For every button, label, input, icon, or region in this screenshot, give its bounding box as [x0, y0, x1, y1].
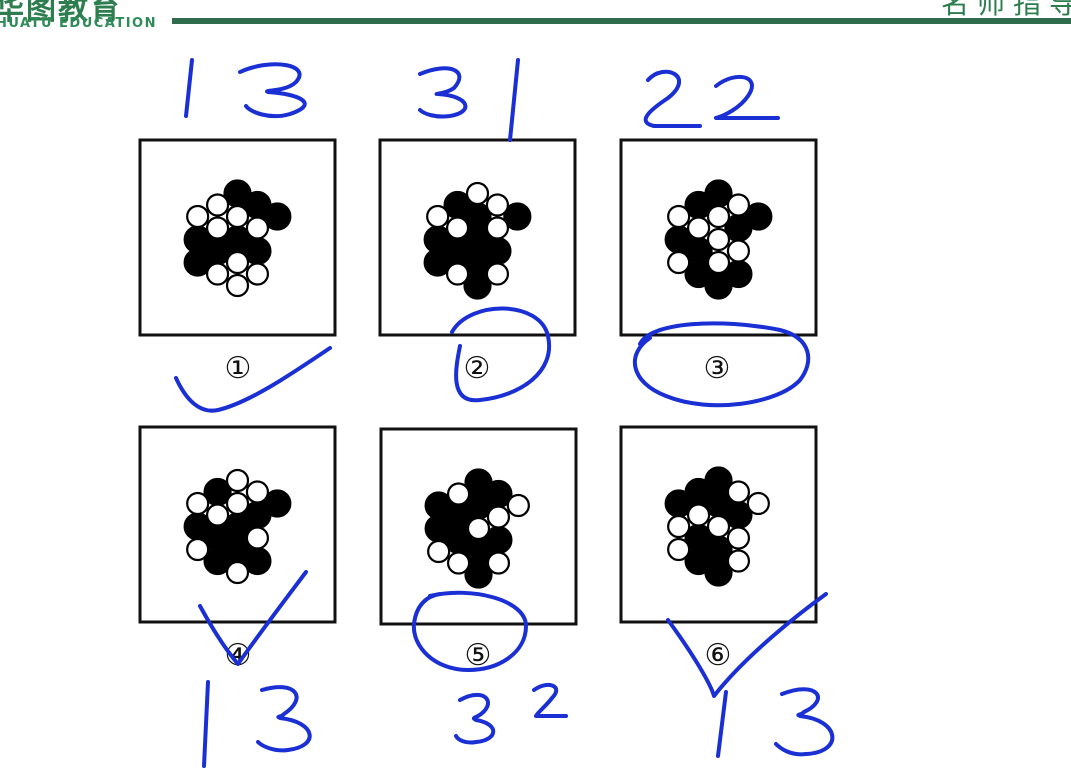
- black-dot: [463, 271, 492, 300]
- top-note-3: [643, 69, 780, 128]
- white-dot: [225, 560, 250, 585]
- white-dot: [445, 262, 470, 286]
- circle-mark-option-3: [632, 321, 811, 408]
- white-dot: [245, 262, 270, 286]
- white-dot: [667, 514, 691, 539]
- white-dot: [186, 537, 210, 562]
- black-dot: [483, 236, 512, 266]
- option-6[interactable]: ⑥: [619, 425, 818, 673]
- black-dot: [263, 202, 292, 231]
- option-4[interactable]: ④: [138, 425, 337, 673]
- option-label: ②: [464, 351, 491, 386]
- top-note-1: [184, 58, 307, 119]
- white-dot: [486, 505, 511, 529]
- header-divider: [172, 18, 1071, 24]
- white-dot: [486, 551, 511, 575]
- black-dot: [744, 202, 773, 231]
- black-dot: [263, 489, 292, 518]
- white-dot: [485, 262, 510, 286]
- white-dot: [446, 482, 471, 506]
- white-dot: [186, 491, 210, 516]
- v-mark-option-6: [666, 592, 828, 698]
- white-dot: [205, 503, 230, 527]
- white-dot: [245, 526, 270, 550]
- white-dot: [506, 493, 530, 518]
- bottom-note-3: [716, 687, 835, 758]
- white-dot: [726, 480, 751, 504]
- white-dot: [465, 181, 490, 206]
- white-dot: [446, 551, 471, 575]
- white-dot: [726, 526, 751, 550]
- white-dot: [225, 250, 250, 275]
- option-boxes: ① ② ③ ④ ⑤ ⑥: [138, 138, 818, 673]
- option-5[interactable]: ⑤: [379, 427, 578, 673]
- header-right-title: 名师指导: [940, 0, 1071, 20]
- white-dot: [726, 193, 751, 217]
- handwritten-annotations: [174, 58, 835, 768]
- white-dot: [445, 216, 470, 240]
- brand-logo-text: 华图教育: [0, 0, 122, 27]
- white-dot: [225, 273, 250, 298]
- option-label: ③: [704, 351, 731, 386]
- white-dot: [706, 250, 731, 275]
- option-label: ①: [225, 351, 252, 386]
- white-dot: [426, 204, 450, 229]
- white-dot: [667, 250, 691, 275]
- white-dot: [706, 514, 731, 539]
- white-dot: [686, 503, 711, 527]
- white-dot: [225, 468, 250, 493]
- white-dot: [726, 239, 751, 263]
- white-dot: [427, 539, 451, 564]
- white-dot: [667, 204, 691, 229]
- white-dot: [225, 204, 250, 229]
- white-dot: [205, 262, 230, 286]
- white-dot: [205, 216, 230, 240]
- white-dot: [726, 549, 751, 573]
- white-dot: [186, 204, 210, 229]
- black-dot: [704, 558, 733, 587]
- white-dot: [225, 491, 250, 516]
- circle-mark-option-5: [411, 590, 528, 672]
- check-mark-option-1: [174, 346, 332, 413]
- black-dot: [464, 560, 493, 589]
- white-dot: [245, 480, 270, 504]
- white-dot: [205, 193, 230, 217]
- bottom-note-1: [202, 680, 312, 768]
- option-label: ⑥: [705, 638, 732, 673]
- circle-mark-option-2: [450, 306, 552, 403]
- white-dot: [667, 537, 691, 562]
- white-dot: [706, 204, 731, 229]
- option-2[interactable]: ②: [378, 138, 577, 386]
- option-3[interactable]: ③: [619, 138, 818, 386]
- white-dot: [485, 193, 510, 217]
- option-label: ④: [225, 638, 252, 673]
- white-dot: [706, 227, 731, 252]
- check-mark-option-4: [198, 570, 308, 666]
- black-dot: [503, 202, 532, 231]
- white-dot: [686, 216, 711, 240]
- white-dot: [245, 216, 270, 240]
- white-dot: [485, 216, 510, 240]
- top-note-2: [418, 58, 520, 142]
- header: 华图教育 HUATU EDUCATION 名师指导: [0, 0, 1071, 36]
- white-dot: [746, 491, 770, 516]
- white-dot: [466, 516, 491, 541]
- brand-english-text: HUATU EDUCATION: [0, 16, 157, 31]
- bottom-note-2: [454, 682, 568, 745]
- option-1[interactable]: ①: [138, 138, 337, 386]
